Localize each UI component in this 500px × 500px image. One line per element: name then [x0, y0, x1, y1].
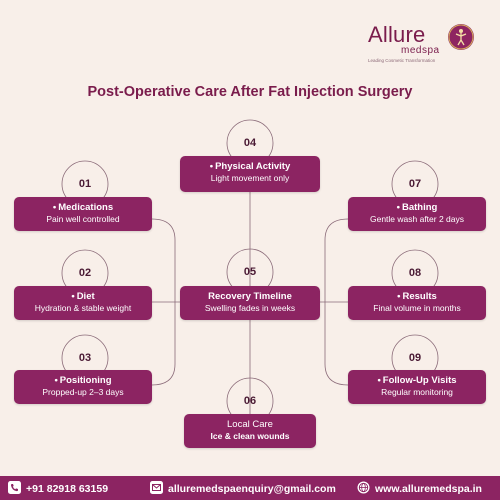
website-url: www.alluremedspa.in	[375, 483, 482, 495]
step-heading: Positioning	[59, 375, 112, 386]
step-number-05: 05	[243, 266, 257, 278]
step-number-04: 04	[243, 137, 257, 149]
contact-footer: +91 82918 63159 alluremedspaenquiry@gmai…	[0, 476, 500, 500]
step-heading: Follow-Up Visits	[382, 375, 457, 386]
phone-contact[interactable]: +91 82918 63159	[8, 481, 108, 495]
step-description: Light movement only	[210, 173, 290, 183]
step-number-09: 09	[408, 352, 422, 364]
step-description: Hydration & stable weight	[34, 303, 132, 313]
step-card-medications: •Medications Pain well controlled	[14, 197, 152, 231]
step-number-07: 07	[408, 178, 422, 190]
step-number-08: 08	[408, 267, 422, 279]
step-description: Swelling fades in weeks	[204, 303, 296, 313]
step-number-03: 03	[78, 352, 92, 364]
step-heading: Medications	[58, 202, 114, 213]
website-link[interactable]: www.alluremedspa.in	[357, 481, 482, 495]
email-address: alluremedspaenquiry@gmail.com	[168, 483, 336, 495]
logo-tagline: Leading Cosmetic Transformation	[368, 58, 436, 63]
step-card-local-care: Local Care Ice & clean wounds	[184, 414, 316, 448]
brand-logo: Allure medspa Leading Cosmetic Transform…	[368, 22, 478, 66]
step-heading: Results	[402, 291, 437, 302]
step-number-02: 02	[78, 267, 92, 279]
step-description: Final volume in months	[373, 303, 461, 313]
step-card-bathing: •Bathing Gentle wash after 2 days	[348, 197, 486, 231]
logo-subtitle: medspa	[401, 45, 440, 56]
step-description: Ice & clean wounds	[210, 431, 290, 441]
step-heading: Recovery Timeline	[208, 291, 292, 302]
step-card-recovery-timeline: Recovery Timeline Swelling fades in week…	[180, 286, 320, 320]
step-heading: Physical Activity	[215, 161, 291, 172]
email-contact[interactable]: alluremedspaenquiry@gmail.com	[150, 481, 336, 495]
step-heading: Bathing	[401, 202, 438, 213]
logo-wordmark: Allure	[368, 22, 426, 47]
step-heading: Diet	[76, 291, 95, 302]
step-card-diet: •Diet Hydration & stable weight	[14, 286, 152, 320]
logo-emblem-icon	[448, 24, 474, 50]
step-number-01: 01	[78, 178, 92, 190]
step-description: Propped-up 2–3 days	[42, 387, 124, 397]
step-heading: Local Care	[227, 419, 273, 430]
step-description: Regular monitoring	[381, 387, 453, 397]
step-description: Pain well controlled	[46, 214, 120, 224]
phone-number: +91 82918 63159	[26, 483, 109, 495]
step-description: Gentle wash after 2 days	[369, 214, 465, 224]
mail-icon	[150, 481, 163, 494]
step-number-06: 06	[243, 395, 257, 407]
step-card-results: •Results Final volume in months	[348, 286, 486, 320]
phone-icon	[8, 481, 21, 494]
step-card-positioning: •Positioning Propped-up 2–3 days	[14, 370, 152, 404]
step-card-follow-up-visits: •Follow-Up Visits Regular monitoring	[348, 370, 486, 404]
page-title: Post-Operative Care After Fat Injection …	[87, 84, 413, 100]
step-card-physical-activity: •Physical Activity Light movement only	[180, 156, 320, 192]
globe-icon	[357, 481, 370, 494]
